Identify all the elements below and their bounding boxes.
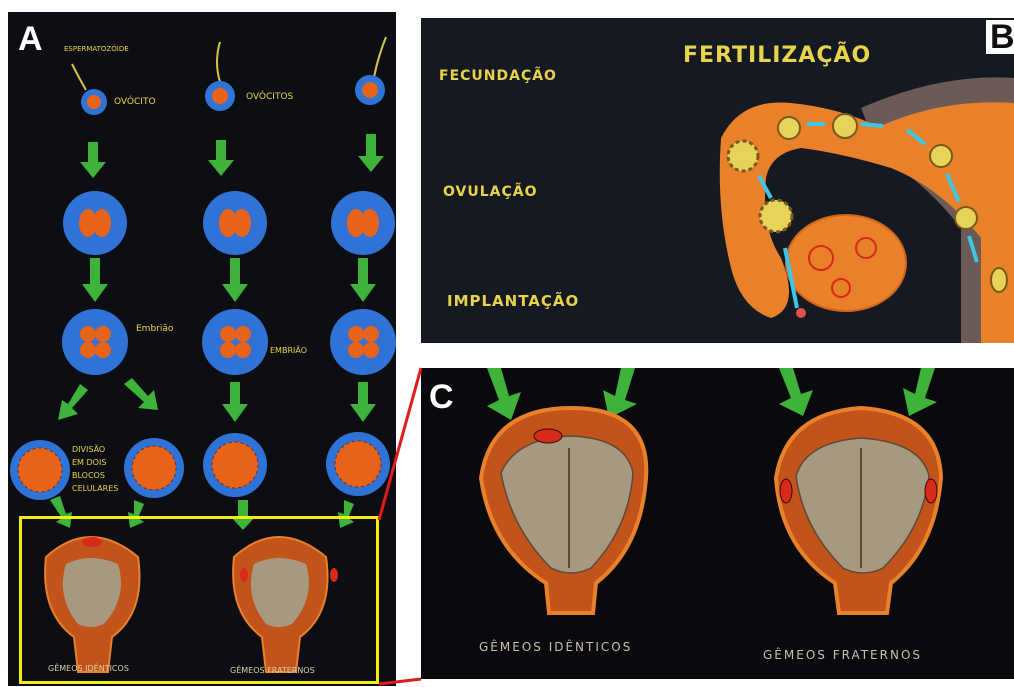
panel-b-letter: B bbox=[986, 20, 1014, 54]
division-label-3: BLOCOS bbox=[72, 471, 105, 480]
embryo-label-2: EMBRIÃO bbox=[270, 346, 307, 355]
oocyte-label: OVÓCITO bbox=[114, 97, 156, 107]
implantation-label: IMPLANTAÇÃO bbox=[447, 292, 579, 310]
division-label-1: DIVISÃO bbox=[72, 445, 105, 454]
identical-twins-label-c: GÊMEOS IDÊNTICOS bbox=[479, 640, 632, 654]
panel-c: C GÊMEOS IDÊNTICOS GÊMEOS FRATERNOS bbox=[421, 368, 1014, 679]
division-label-4: CELULARES bbox=[72, 484, 118, 493]
embryo-label-1: Embrião bbox=[136, 324, 173, 334]
division-label-2: EM DOIS bbox=[72, 458, 106, 467]
panel-b: B FERTILIZAÇÃO FECUNDAÇÃO OVULAÇÃO IMPLA… bbox=[421, 18, 1014, 343]
two-cell-stage bbox=[63, 191, 395, 255]
ovulation-label: OVULAÇÃO bbox=[443, 184, 538, 200]
oocyte-cells bbox=[81, 75, 385, 115]
highlight-box bbox=[19, 516, 379, 684]
sperm-label: ESPERMATOZÓIDE bbox=[64, 45, 129, 53]
embryo-stage bbox=[62, 309, 396, 375]
uterus-fraternal bbox=[776, 408, 941, 613]
twins-uterus-detail bbox=[421, 368, 1014, 679]
fraternal-twins-label-c: GÊMEOS FRATERNOS bbox=[763, 648, 922, 662]
fertilization-title: FERTILIZAÇÃO bbox=[683, 43, 871, 68]
morula-stage bbox=[10, 432, 390, 500]
oocytes-label: OVÓCITOS bbox=[246, 92, 293, 102]
uterus-identical bbox=[481, 408, 646, 613]
fecundation-label: FECUNDAÇÃO bbox=[439, 68, 557, 84]
panel-c-letter: C bbox=[429, 380, 454, 414]
panel-a-letter: A bbox=[18, 22, 43, 56]
